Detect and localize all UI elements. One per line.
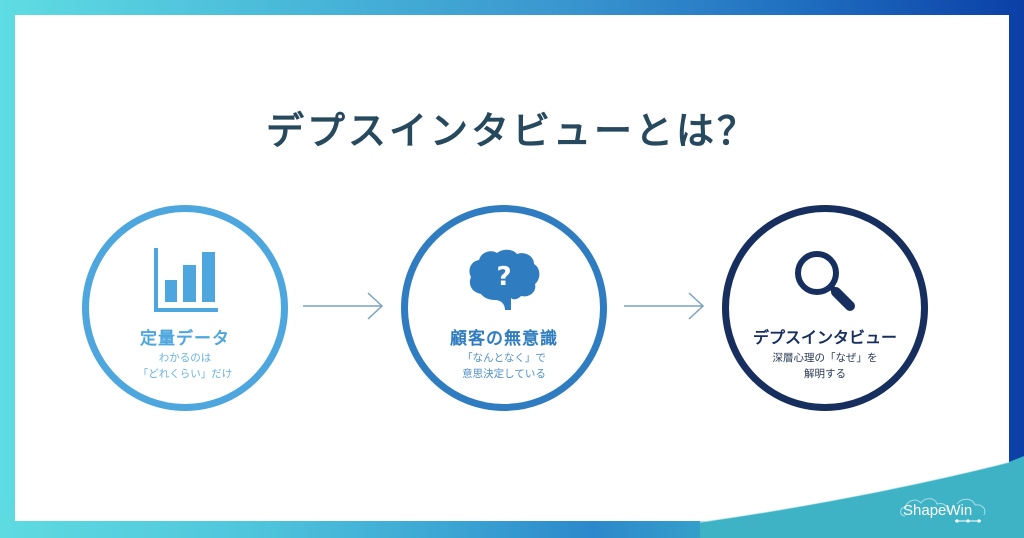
brain-question-icon: ? (467, 248, 541, 316)
step-description: 「なんとなく」で 意思決定している (408, 350, 600, 382)
page-title: デプスインタビューとは？ (265, 109, 758, 153)
bar-chart-icon (152, 248, 218, 316)
step-label: 顧客の無意識 (450, 329, 558, 349)
step-label: 定量データ (140, 329, 230, 349)
arrow-right-icon (624, 292, 705, 320)
step-depth-interview: デプスインタビュー 深層心理の「なぜ」を 解明する (722, 205, 928, 411)
arrow-right-icon (303, 292, 384, 320)
shapewin-logo: ShapeWin (897, 494, 997, 526)
step-description-line: 解明する (804, 368, 846, 380)
step-label: デプスインタビュー (752, 328, 897, 347)
step-customer-unconscious: ? 顧客の無意識 「なんとなく」で 意思決定している (401, 205, 607, 411)
svg-text:?: ? (496, 262, 511, 292)
step-quantitative-data: 定量データ わかるのは 「どれくらい」だけ (82, 205, 288, 411)
step-description-line: 意思決定している (462, 368, 546, 380)
logo-text: ShapeWin (903, 502, 973, 519)
step-description-line: 深層心理の「なぜ」を (772, 352, 878, 364)
magnifier-icon (790, 248, 860, 316)
step-description: 深層心理の「なぜ」を 解明する (729, 350, 921, 382)
cloud-icon (900, 498, 986, 523)
step-description-line: 「なんとなく」で (462, 352, 546, 364)
step-description: わかるのは 「どれくらい」だけ (89, 350, 281, 382)
step-description-line: わかるのは (158, 352, 212, 364)
step-description-line: 「どれくらい」だけ (137, 368, 233, 380)
